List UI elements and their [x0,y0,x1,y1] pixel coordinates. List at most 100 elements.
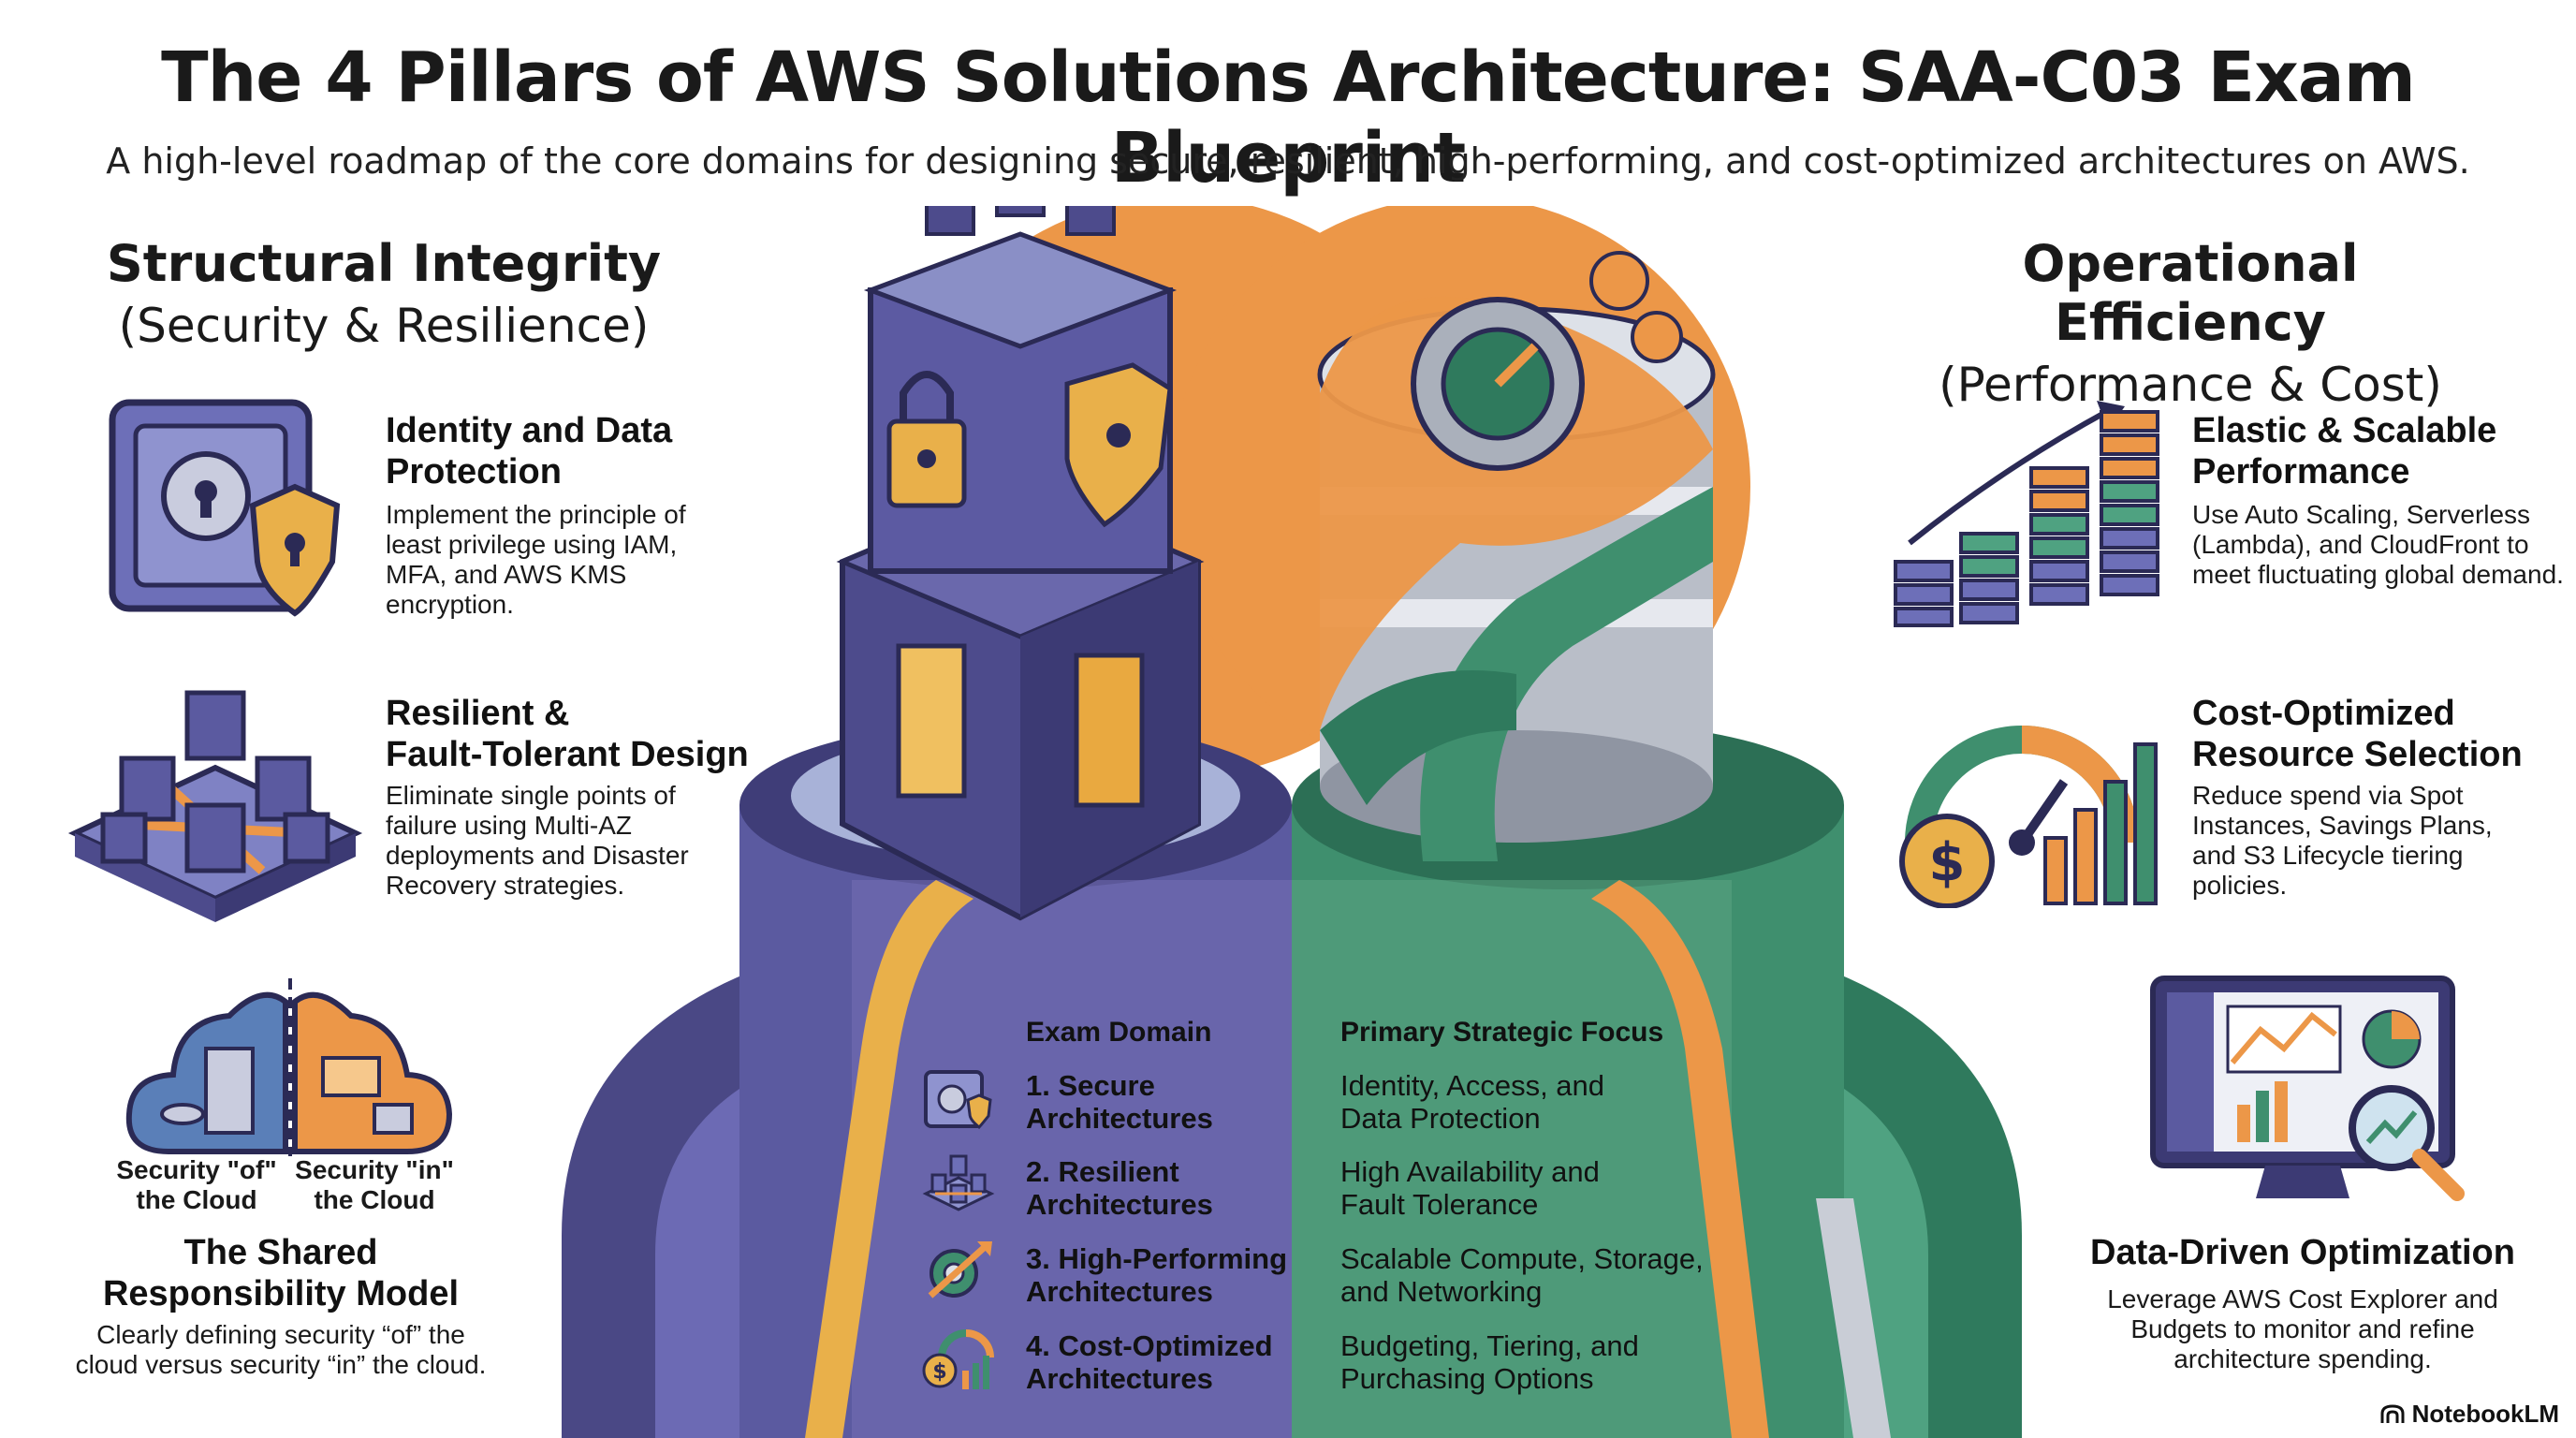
brand-text: NotebookLM [2411,1400,2559,1428]
svg-text:$: $ [1929,832,1966,893]
cloud-label-in: Security "in" the Cloud [281,1155,468,1215]
right-heading-text: Operational Efficiency [2022,234,2359,352]
right-subheading-text: (Performance & Cost) [1939,358,2442,412]
table-row-focus: High Availability and Fault Tolerance [1340,1155,1600,1221]
shared-cloud-icon [125,978,453,1156]
gauge-coin-icon: $ [1899,726,2158,908]
safe-shield-icon [109,399,341,617]
elastic-performance-title: Elastic & Scalable Performance [2192,410,2496,492]
title-line: Cost-Optimized [2192,694,2455,733]
label-line: the Cloud [314,1185,435,1214]
title-line: Protection [386,452,562,492]
focus-line: Data Protection [1340,1102,1541,1135]
domain-line: Architectures [1026,1102,1213,1135]
domain-line: 2. Resilient [1026,1155,1179,1188]
main-title: The 4 Pillars of AWS Solutions Architect… [161,37,2416,198]
desc-line: Recovery strategies. [386,871,625,900]
svg-text:$: $ [932,1360,946,1384]
desc-line: Eliminate single points of [386,781,676,810]
title-line: Resilient & [386,694,570,733]
desc-line: Clearly defining security “of” the [96,1320,465,1349]
focus-line: Identity, Access, and [1340,1069,1605,1102]
table-row-focus: Identity, Access, and Data Protection [1340,1069,1604,1135]
castle-icon [836,206,1205,921]
cubes-icon [922,1154,995,1211]
data-driven-desc: Leverage AWS Cost Explorer and Budgets t… [2059,1284,2546,1374]
desc-line: Implement the principle of [386,500,686,529]
domain-line: 3. High-Performing [1026,1242,1288,1275]
desc-line: deployments and Disaster [386,841,689,870]
title-line: The Shared [183,1233,378,1272]
shared-responsibility-desc: Clearly defining security “of” the cloud… [37,1320,524,1380]
domain-line: 1. Secure [1026,1069,1155,1102]
notebooklm-logo-icon [2380,1403,2405,1423]
table-row-domain: 2. Resilient Architectures [1026,1155,1213,1221]
server-gear-icon [1317,251,1716,861]
focus-line: Fault Tolerance [1340,1188,1539,1221]
focus-line: Scalable Compute, Storage, [1340,1242,1704,1275]
central-illustration [562,206,2022,1438]
elastic-performance-desc: Use Auto Scaling, Serverless (Lambda), a… [2192,500,2564,590]
col-header-domain: Exam Domain [1026,1017,1212,1048]
identity-protection-desc: Implement the principle of least privile… [386,500,686,620]
table-row-domain: 4. Cost-Optimized Architectures [1026,1329,1273,1395]
data-driven-title: Data-Driven Optimization [2090,1233,2515,1272]
cost-selection-desc: Reduce spend via Spot Instances, Savings… [2192,781,2493,901]
dashboard-monitor-icon [2150,976,2465,1201]
notebooklm-brand: NotebookLM [2380,1400,2559,1429]
desc-line: least privilege using IAM, [386,530,678,559]
subtitle: A high-level roadmap of the core domains… [106,140,2470,182]
desc-line: failure using Multi-AZ [386,811,632,840]
domain-line: Architectures [1026,1188,1213,1221]
desc-line: and S3 Lifecycle tiering [2192,841,2464,870]
desc-line: Use Auto Scaling, Serverless [2192,500,2531,529]
desc-line: Leverage AWS Cost Explorer and [2107,1284,2498,1313]
desc-line: cloud versus security “in” the cloud. [75,1350,487,1379]
desc-line: policies. [2192,871,2288,900]
label-line: Security "in" [295,1155,454,1184]
desc-line: architecture spending. [2174,1344,2432,1373]
resilient-design-title: Resilient & Fault-Tolerant Design [386,693,749,775]
title-line: Resource Selection [2192,735,2523,774]
gear-arrow-icon [928,1241,992,1299]
network-cubes-icon [67,690,363,922]
cloud-label-of: Security "of" the Cloud [103,1155,290,1215]
title-line: Responsibility Model [102,1274,460,1313]
desc-line: Budgets to monitor and refine [2130,1314,2475,1343]
domain-line: Architectures [1026,1362,1213,1395]
shared-responsibility-title: The Shared Responsibility Model [56,1232,505,1314]
title-line: Performance [2192,452,2410,492]
safe-icon [924,1070,992,1130]
table-row-domain: 3. High-Performing Architectures [1026,1242,1287,1308]
left-subheading-text: (Security & Resilience) [118,299,650,353]
table-row-focus: Budgeting, Tiering, and Purchasing Optio… [1340,1329,1639,1395]
focus-line: High Availability and [1340,1155,1600,1188]
title-line: Elastic & Scalable [2192,411,2497,450]
focus-line: Budgeting, Tiering, and [1340,1329,1639,1362]
coin-gauge-icon: $ [922,1329,994,1389]
focus-line: Purchasing Options [1340,1362,1594,1395]
identity-protection-title: Identity and Data Protection [386,410,672,492]
domain-line: Architectures [1026,1275,1213,1308]
domain-line: 4. Cost-Optimized [1026,1329,1273,1362]
right-pillar-heading: Operational Efficiency (Performance & Co… [1891,234,2490,412]
desc-line: MFA, and AWS KMS [386,560,627,589]
desc-line: meet fluctuating global demand. [2192,560,2564,589]
table-row-focus: Scalable Compute, Storage, and Networkin… [1340,1242,1704,1308]
label-line: Security "of" [116,1155,277,1184]
col-header-focus: Primary Strategic Focus [1340,1017,1664,1048]
resilient-design-desc: Eliminate single points of failure using… [386,781,689,901]
left-heading-text: Structural Integrity [106,234,662,293]
table-row-domain: 1. Secure Architectures [1026,1069,1213,1135]
desc-line: Instances, Savings Plans, [2192,811,2493,840]
focus-line: and Networking [1340,1275,1543,1308]
label-line: the Cloud [136,1185,257,1214]
title-line: Identity and Data [386,411,673,450]
desc-line: encryption. [386,590,514,619]
desc-line: Reduce spend via Spot [2192,781,2464,810]
title-line: Fault-Tolerant Design [386,735,749,774]
scaling-servers-icon [1894,401,2159,627]
left-pillar-heading: Structural Integrity (Security & Resilie… [84,234,683,353]
desc-line: (Lambda), and CloudFront to [2192,530,2529,559]
cost-selection-title: Cost-Optimized Resource Selection [2192,693,2523,775]
